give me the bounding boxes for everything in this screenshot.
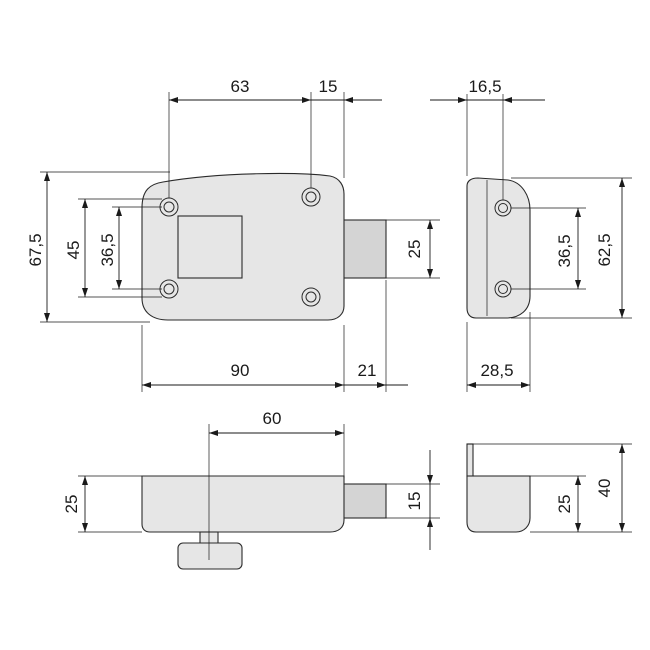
bottom-view: 60 25 15 <box>62 409 440 570</box>
side-lock-body <box>466 177 531 319</box>
bottom-side-body <box>466 475 531 533</box>
front-lock-body <box>141 172 345 321</box>
dim-label-36-5-side: 36,5 <box>555 234 574 267</box>
screw-hole-bottom-right <box>301 287 321 307</box>
dim-label-25-bolt: 25 <box>405 240 424 259</box>
side-view: 16,5 36,5 62,5 28,5 <box>430 77 632 392</box>
dim-label-25-side: 25 <box>555 495 574 514</box>
dim-label-60: 60 <box>263 409 282 428</box>
dim-label-40: 40 <box>595 479 614 498</box>
dim-label-36-5-front: 36,5 <box>98 233 117 266</box>
dim-label-28-5: 28,5 <box>480 361 513 380</box>
front-view: 63 15 67,5 45 36,5 25 90 21 <box>26 77 440 392</box>
front-bolt <box>341 219 387 279</box>
dim-label-63: 63 <box>231 77 250 96</box>
dim-label-90: 90 <box>231 361 250 380</box>
dim-label-67-5: 67,5 <box>26 233 45 266</box>
dim-label-15-top: 15 <box>319 77 338 96</box>
dim-label-15-bolt: 15 <box>405 492 424 511</box>
bottom-side-plate <box>466 443 474 477</box>
bottom-side-view: 25 40 <box>466 443 632 533</box>
bottom-bolt <box>341 483 387 519</box>
bottom-lock-body <box>141 475 345 533</box>
dim-label-45: 45 <box>64 241 83 260</box>
dim-label-16-5: 16,5 <box>468 77 501 96</box>
dim-label-62-5: 62,5 <box>595 233 614 266</box>
knob <box>177 542 243 570</box>
dim-label-25-bottom: 25 <box>62 495 81 514</box>
dim-label-21: 21 <box>358 361 377 380</box>
cylinder-square <box>177 215 243 279</box>
